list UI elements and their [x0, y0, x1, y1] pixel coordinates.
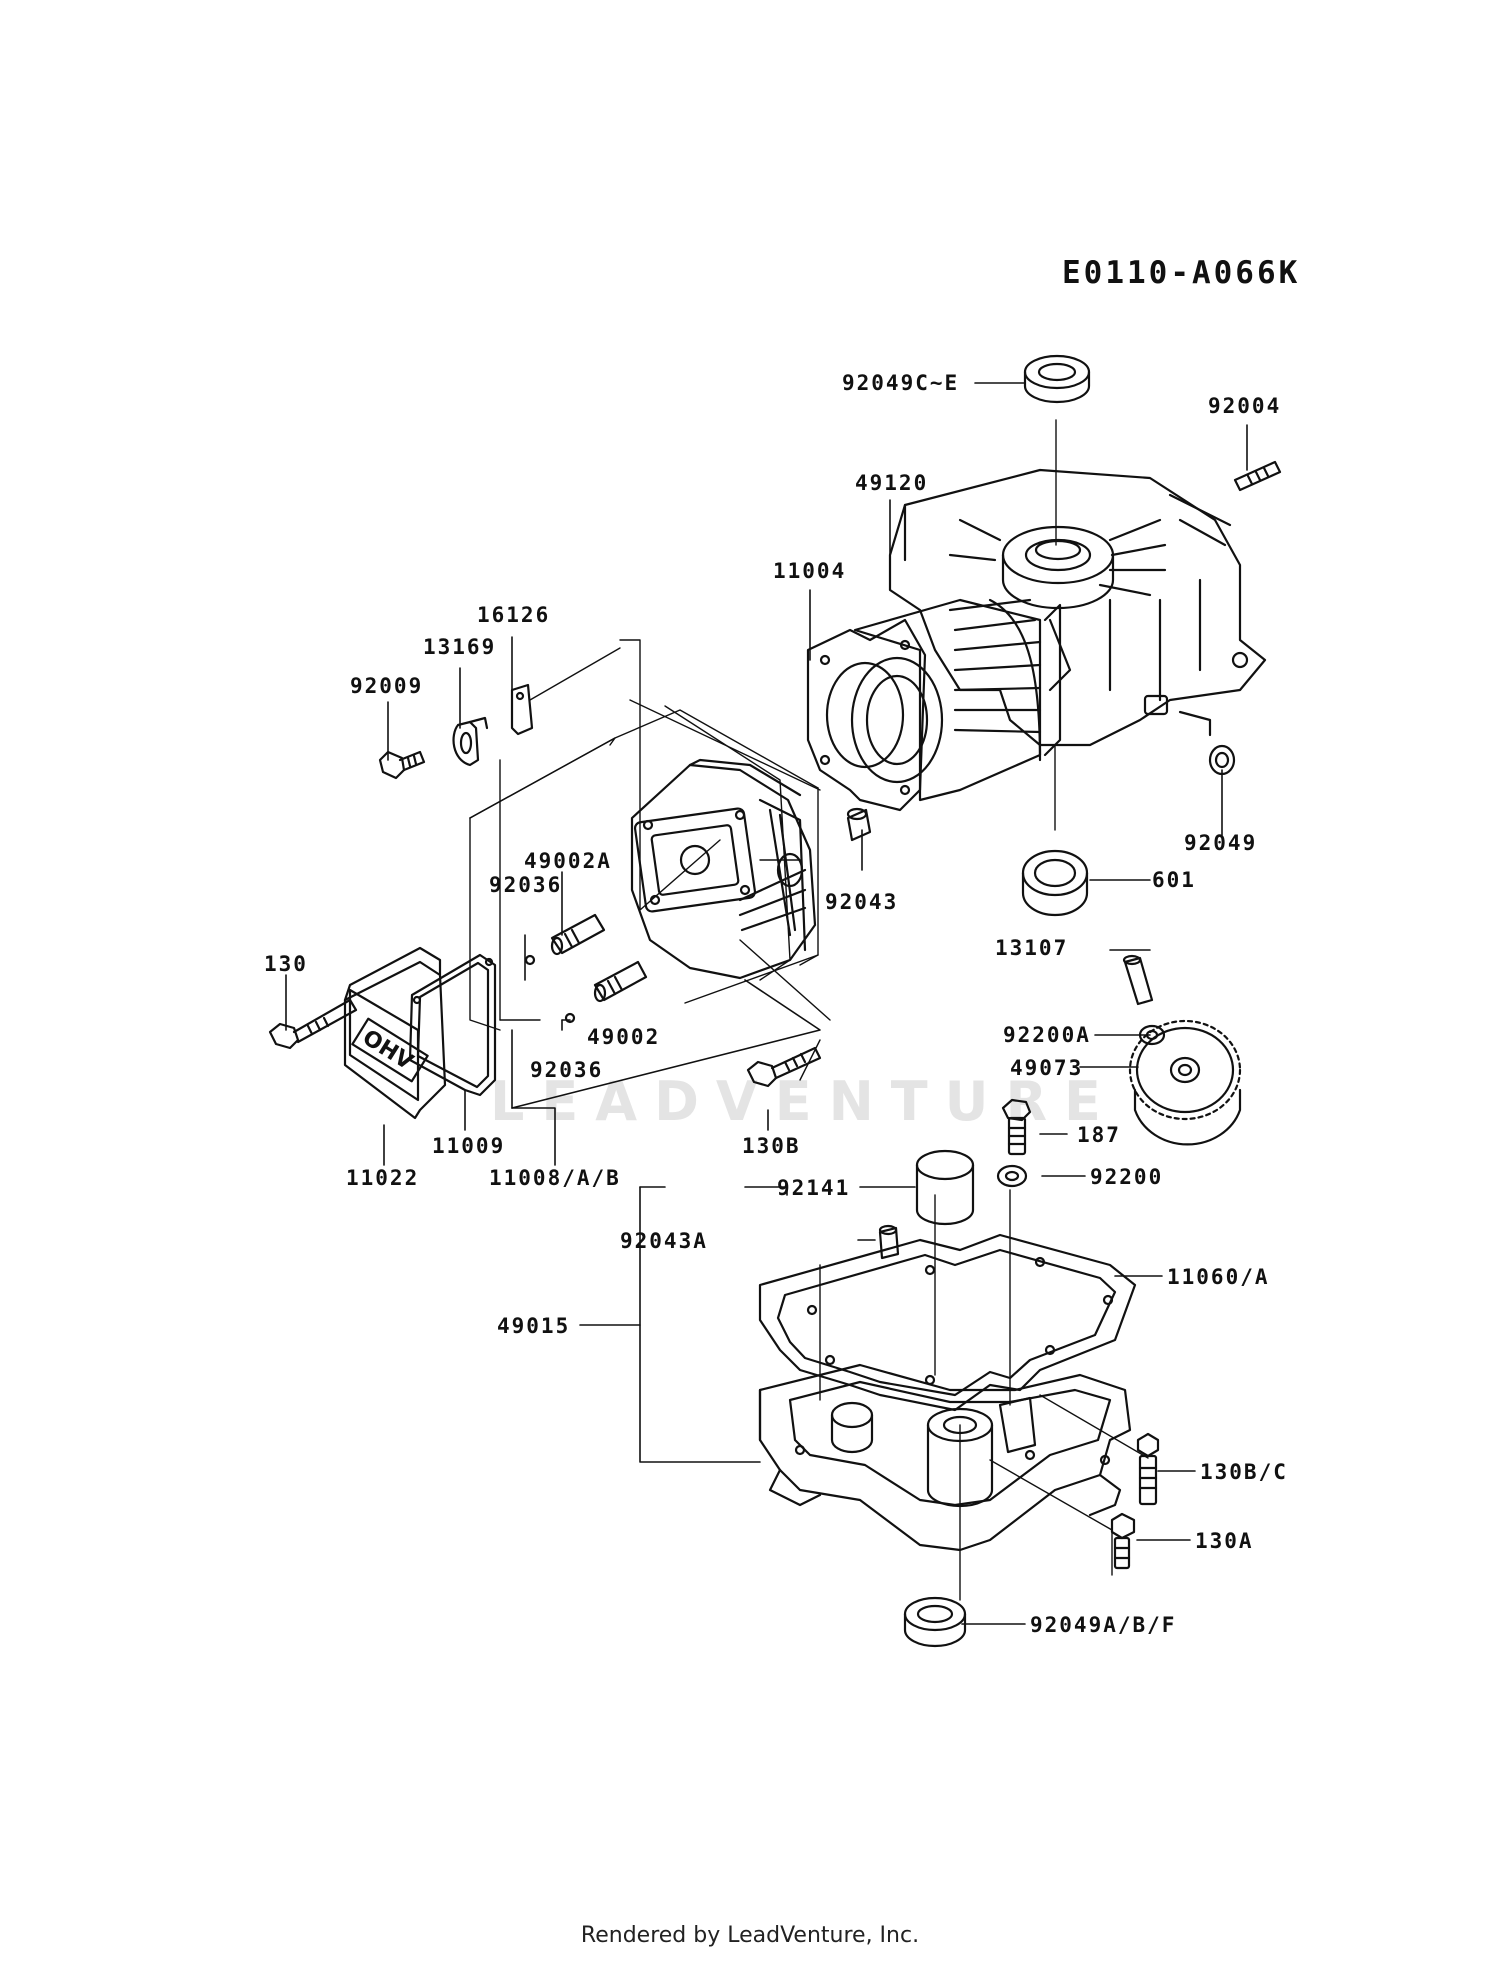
dowel-92043a-drawing [878, 1224, 900, 1260]
seal-92049abf-drawing [903, 1596, 967, 1648]
pin-13107-drawing [1122, 954, 1154, 1006]
label-92049c-e[interactable]: 92049C~E [842, 371, 960, 395]
label-92049[interactable]: 92049 [1184, 831, 1258, 855]
watermark: LEADVENTURE [490, 1070, 1118, 1133]
bolt-130a-drawing [1110, 1512, 1136, 1570]
label-92009[interactable]: 92009 [350, 674, 424, 698]
diagram-code: E0110-A066K [1062, 255, 1301, 291]
gear-49073-drawing [1128, 1019, 1242, 1146]
label-92036-top[interactable]: 92036 [489, 873, 563, 897]
label-11004[interactable]: 11004 [773, 559, 847, 583]
label-11022[interactable]: 11022 [346, 1166, 420, 1190]
bolt-130bc-drawing [1136, 1432, 1160, 1506]
bolt-130b-drawing [746, 1046, 822, 1088]
assembly-lines [469, 419, 1149, 1601]
label-187[interactable]: 187 [1077, 1123, 1121, 1147]
washer-92200-drawing [996, 1164, 1028, 1188]
clip-13169-drawing [452, 716, 489, 767]
label-49002[interactable]: 49002 [587, 1025, 661, 1049]
label-92004[interactable]: 92004 [1208, 394, 1282, 418]
footer-credit: Rendered by LeadVenture, Inc. [580, 1923, 920, 1948]
label-13107[interactable]: 13107 [995, 936, 1069, 960]
gasket-11060-drawing [758, 1233, 1137, 1412]
bolt-187-drawing [1001, 1098, 1032, 1156]
stud-92004-drawing [1233, 460, 1282, 492]
label-92043[interactable]: 92043 [825, 890, 899, 914]
leader-lines [285, 382, 1248, 1625]
label-92043a[interactable]: 92043A [620, 1229, 708, 1253]
label-49073[interactable]: 49073 [1010, 1056, 1084, 1080]
label-130b-c[interactable]: 130B/C [1200, 1460, 1288, 1484]
valve-guide-49002a-drawing [550, 913, 606, 956]
valve-cover-11022-drawing: OHV [343, 946, 447, 1120]
seal-92049c-e-drawing [1023, 354, 1091, 404]
label-11060-a[interactable]: 11060/A [1167, 1265, 1270, 1289]
valve-guide-49002-drawing [593, 960, 648, 1003]
cylinder-drawing [850, 598, 1062, 802]
label-92200a[interactable]: 92200A [1003, 1023, 1091, 1047]
label-49015[interactable]: 49015 [497, 1314, 571, 1338]
label-92200[interactable]: 92200 [1090, 1165, 1164, 1189]
label-92141[interactable]: 92141 [777, 1176, 851, 1200]
pin-92036-drawing [524, 954, 576, 1024]
label-11008-a-b[interactable]: 11008/A/B [489, 1166, 621, 1190]
crankcase-49120-drawing [888, 468, 1267, 747]
label-601[interactable]: 601 [1152, 868, 1196, 892]
gasket-11004-drawing [806, 618, 927, 812]
cylinder-head-outline [469, 709, 819, 1031]
bolt-92009-drawing [378, 750, 426, 780]
gasket-11009-drawing [408, 953, 497, 1097]
oil-pan-49015-drawing [758, 1363, 1132, 1552]
sleeve-92141-drawing [915, 1149, 975, 1226]
cylinder-head-drawing [630, 758, 817, 980]
label-130[interactable]: 130 [264, 952, 308, 976]
bolt-130-drawing [268, 998, 358, 1050]
bearing-601-drawing [1021, 849, 1089, 917]
dowel-92043-drawing [846, 807, 872, 842]
label-11009[interactable]: 11009 [432, 1134, 506, 1158]
seal-92049-drawing [1208, 744, 1236, 776]
label-130a[interactable]: 130A [1195, 1529, 1254, 1553]
label-49002a[interactable]: 49002A [524, 849, 612, 873]
label-130b[interactable]: 130B [742, 1134, 801, 1158]
label-49120[interactable]: 49120 [855, 471, 929, 495]
svg-text:OHV: OHV [358, 1025, 417, 1075]
label-16126[interactable]: 16126 [477, 603, 551, 627]
label-13169[interactable]: 13169 [423, 635, 497, 659]
plate-16126-drawing [510, 683, 534, 736]
label-92036-bottom[interactable]: 92036 [530, 1058, 604, 1082]
label-92049a-b-f[interactable]: 92049A/B/F [1030, 1613, 1177, 1637]
